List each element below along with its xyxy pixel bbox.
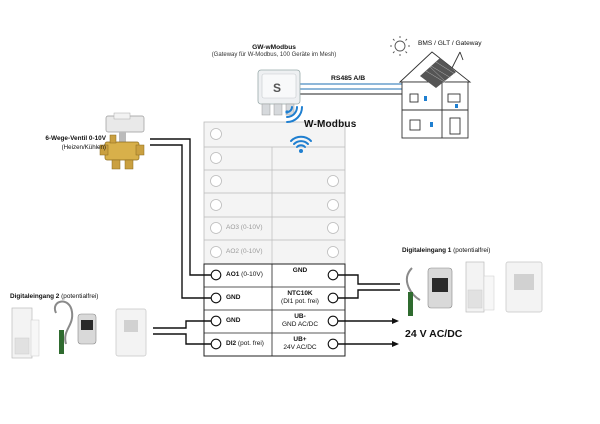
- terminal-ubminus-line2: GND AC/DC: [281, 321, 319, 329]
- svg-text:S: S: [273, 81, 281, 95]
- di2-label: Digitaleingang 2 (potentialfrei): [10, 293, 98, 301]
- door-contact-image-right: [465, 261, 495, 313]
- wmodbus-label: W-Modbus: [304, 119, 357, 130]
- terminal-label-ao1: AO1 (0-10V): [226, 271, 263, 279]
- valve-title: 6-Wege-Ventil 0-10V: [45, 135, 106, 142]
- terminal-screw-ao1: [210, 269, 222, 281]
- gateway-device: S: [257, 69, 301, 116]
- door-contact-image-left: [11, 307, 40, 359]
- di2-subtitle: (potentialfrei): [61, 293, 99, 300]
- terminal-ubminus-line1: UB-: [294, 313, 306, 320]
- di1-title: Digitaleingang 1: [402, 247, 452, 254]
- terminal-gnd2-name: GND: [226, 317, 241, 324]
- terminal-label-gnd-2: GND: [226, 317, 240, 325]
- terminal-screw-ubminus: [327, 315, 339, 327]
- ao3-label: AO3 (0-10V): [226, 224, 263, 231]
- rs485-label: RS485 A/B: [331, 75, 366, 82]
- gateway-title: GW-wModbus: [252, 44, 296, 51]
- terminal-label-ubminus: UB- GND AC/DC: [274, 313, 326, 329]
- terminal-gnd1-name: GND: [226, 294, 241, 301]
- keycard-switch-image-left: [115, 308, 147, 357]
- solar-panel-icon: [420, 58, 456, 88]
- terminal-ubplus-line1: UB+: [293, 336, 307, 343]
- terminal-label-gnd-1: GND: [226, 294, 240, 302]
- terminal-gndr-line1: GND: [292, 267, 308, 274]
- keycard-switch-image-right: [505, 261, 543, 313]
- module-wifi-icon: [290, 135, 312, 153]
- terminal-label-di2: DI2 (pot. frei): [226, 340, 264, 348]
- valve-actuator-image: [99, 112, 145, 170]
- di2-title: Digitaleingang 2: [10, 293, 60, 300]
- contact-sensor-image-right: [406, 267, 453, 316]
- terminal-screw-ntc: [327, 292, 339, 304]
- terminal-screw-gnd-2: [210, 315, 222, 327]
- supply-voltage-label: 24 V AC/DC: [405, 328, 463, 340]
- ao2-label: AO2 (0-10V): [226, 248, 263, 255]
- terminal-di2-name: DI2: [226, 340, 237, 347]
- terminal-screw-gnd-1: [210, 292, 222, 304]
- terminal-ubplus-line2: 24V AC/DC: [283, 344, 317, 352]
- terminal-label-gnd-r: GND: [274, 267, 326, 275]
- gateway-subtitle: (Gateway für W-Modbus, 100 Geräte im Mes…: [211, 52, 337, 58]
- wires: [150, 138, 400, 345]
- terminal-ao1-name: AO1: [226, 271, 240, 278]
- contact-sensor-image-left: [53, 300, 97, 354]
- terminal-label-ubplus: UB+ 24V AC/DC: [274, 336, 326, 352]
- module-housing: [203, 121, 346, 265]
- sun-icon: [390, 36, 410, 56]
- terminal-block: [203, 263, 346, 357]
- terminal-ao1-range: (0-10V): [239, 271, 263, 278]
- valve-subtitle: (Heizen/Kühlen): [61, 144, 106, 151]
- terminal-screw-ubplus: [327, 338, 339, 350]
- terminal-screw-di2: [210, 338, 222, 350]
- di1-subtitle: (potentialfrei): [453, 247, 491, 254]
- terminal-label-ntc: NTC10K (DI1 pot. frei): [274, 290, 326, 306]
- terminal-ntc-line1: NTC10K: [287, 290, 313, 297]
- bms-label: BMS / GLT / Gateway: [418, 40, 482, 47]
- terminal-ntc-line2: (DI1 pot. frei): [281, 298, 319, 306]
- di1-label: Digitaleingang 1 (potentialfrei): [402, 247, 490, 255]
- terminal-di2-extra: (pot. frei): [236, 340, 264, 347]
- terminal-screw-gnd-r: [327, 269, 339, 281]
